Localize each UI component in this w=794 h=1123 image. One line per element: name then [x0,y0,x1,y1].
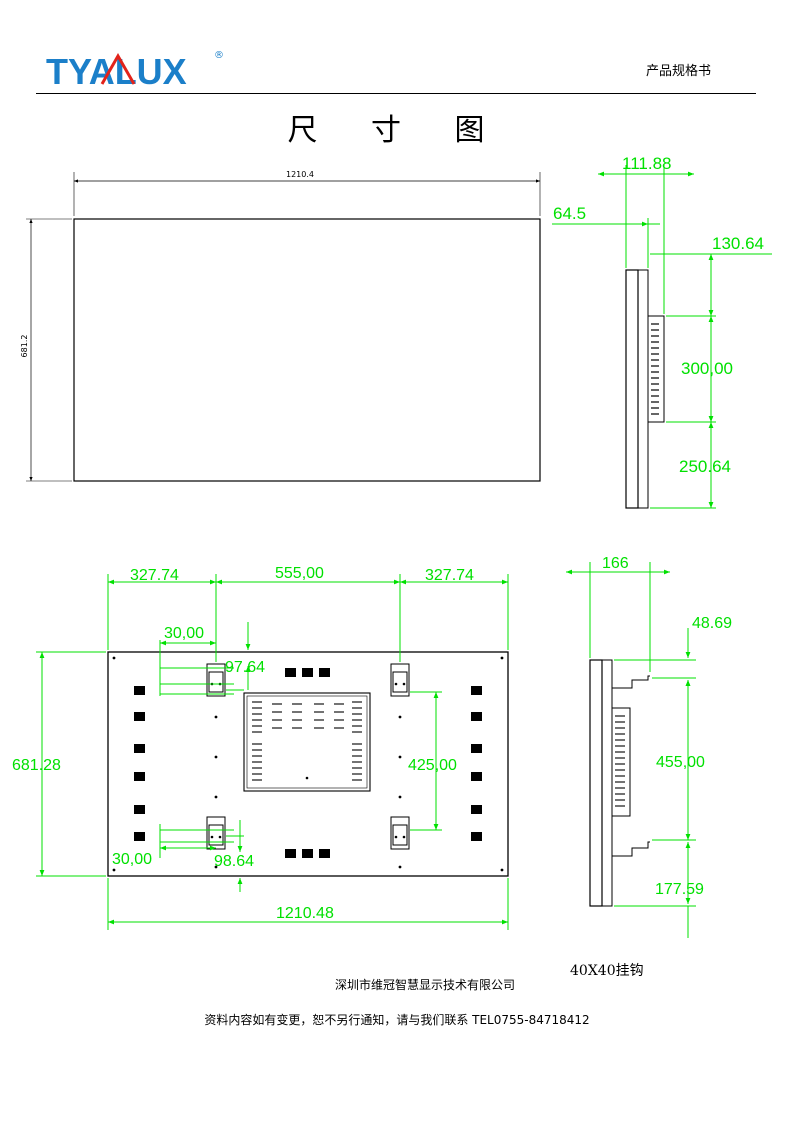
mount-view: 166 48.69 455,00 177.59 40X40挂钩 [566,555,732,979]
mount-caption: 40X40挂钩 [570,963,644,979]
rear-bottom-offset-label: 98.64 [214,853,254,870]
footer-company: 深圳市维冠智慧显示技术有限公司 [334,978,515,992]
side-box-height-label: 300,00 [681,359,733,378]
mount-top-offset-label: 48.69 [692,615,732,632]
rear-view: 327.74 555,00 327.74 30,00 97.64 425,00 … [12,565,509,930]
rear-bracket-vertical-label: 425,00 [408,757,457,774]
registered-mark: ® [214,50,224,61]
page-title: 尺 寸 图 [287,113,507,148]
side-top-offset-label: 130.64 [712,234,764,253]
rear-height-label: 681.28 [12,757,61,774]
bottom-hook-icon [612,841,650,857]
logo-accent-icon [100,52,136,85]
rear-control-box [243,692,371,792]
rear-top-gap-label: 30,00 [164,625,204,642]
side-bottom-offset-label: 250.64 [679,457,731,476]
rear-bottom-gap-label: 30,00 [112,851,152,868]
footer-note: 资料内容如有变更，恕不另行通知，请与我们联系 TEL0755-84718412 [204,1013,590,1027]
top-hook-icon [612,675,650,689]
rear-left-spacing-label: 327.74 [130,567,179,584]
side-view: 111.88 64.5 130.64 300,00 250.64 [552,154,772,509]
side-panel-outline [625,269,639,509]
header-divider [36,93,756,94]
rear-right-spacing-label: 327.74 [425,567,474,584]
rear-vent-grilles [134,668,482,858]
front-height-label: 681.2 [20,335,29,358]
rear-center-spacing-label: 555,00 [275,565,324,582]
rear-width-label: 1210.48 [276,905,334,922]
mounting-brackets [206,663,410,850]
brand-logo: TYALUX ® [44,50,234,92]
mount-depth-label: 166 [602,555,629,572]
side-front-depth-label: 64.5 [553,204,586,223]
front-panel-outline [73,218,541,482]
side-total-depth-label: 111.88 [622,154,671,173]
mount-panel-outline [589,659,603,907]
rear-panel-outline [107,651,509,877]
doc-type-label: 产品规格书 [646,64,712,79]
side-control-box [647,315,665,423]
rear-top-offset-label: 97.64 [225,659,265,676]
mount-hook-spacing-label: 455,00 [656,754,705,771]
front-width-label: 1210.4 [286,170,314,179]
mount-bottom-offset-label: 177.59 [655,881,704,898]
front-view: 1210.4 681.2 [20,170,541,482]
